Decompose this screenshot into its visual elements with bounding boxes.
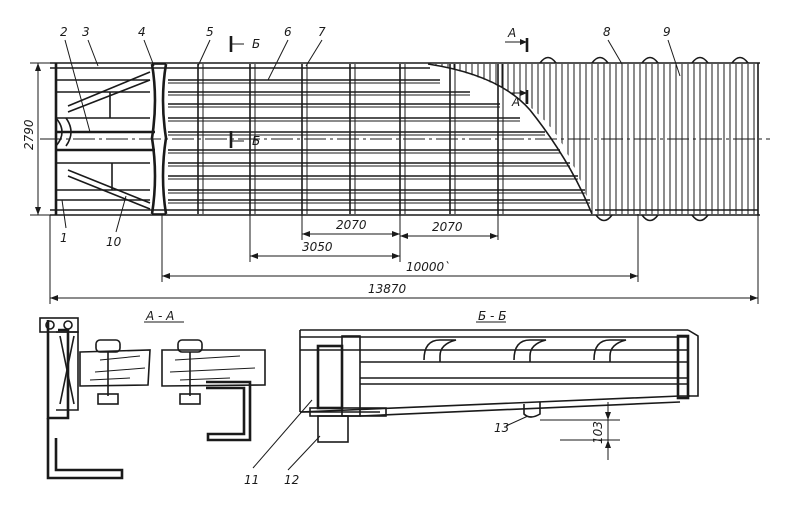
section-title-aa: А - А — [145, 309, 174, 323]
aa-angle-bottom — [46, 418, 124, 480]
deck-break-line — [427, 63, 593, 215]
section-title-bb: Б - Б — [478, 309, 506, 323]
labels: 2 3 4 5 6 7 8 9 1 10 11 12 13 2790 2070 … — [22, 25, 671, 487]
callout-8: 8 — [603, 25, 611, 39]
callout-7: 7 — [318, 25, 326, 39]
callout-13: 13 — [494, 421, 509, 435]
bb-end-post — [676, 334, 690, 400]
fastener-bottom — [691, 214, 709, 222]
section-bb-view — [299, 329, 699, 460]
aa-bent-plate — [206, 380, 252, 442]
callout-12: 12 — [284, 473, 299, 487]
fastener-top — [591, 56, 609, 64]
aa-deck-board-left — [79, 349, 151, 387]
bb-bracket — [523, 402, 541, 418]
section-cut-bb — [229, 36, 244, 148]
callout-11: 11 — [244, 473, 259, 487]
fastener-top — [691, 56, 709, 64]
cross-beam-left — [150, 63, 157, 215]
section-cut-aa — [505, 38, 529, 104]
plan-view — [40, 36, 770, 222]
bb-base-plate — [317, 415, 349, 443]
cut-mark-b-top: Б — [252, 37, 260, 51]
end-frame — [55, 71, 155, 210]
dim-10000: 10000` — [406, 260, 450, 274]
callout-2: 2 — [60, 25, 68, 39]
callout-1: 1 — [60, 231, 68, 245]
callout-4: 4 — [138, 25, 146, 39]
cut-mark-b-mid: Б — [252, 134, 260, 148]
fastener-top — [731, 56, 749, 64]
cut-mark-a-top: A — [507, 26, 516, 40]
callout-9: 9 — [663, 25, 671, 39]
dim-2070-b: 2070 — [432, 220, 463, 234]
callout-6: 6 — [284, 25, 292, 39]
aa-channel-left — [46, 320, 70, 420]
section-aa-view — [39, 317, 266, 480]
dim-2070-a: 2070 — [336, 218, 367, 232]
dim-103: 103 — [591, 421, 605, 444]
fastener-top — [539, 56, 557, 64]
fastener-top — [641, 56, 659, 64]
fastener-bottom — [595, 214, 613, 222]
cross-beam-right — [161, 63, 168, 215]
aa-deck-board-right — [161, 349, 266, 387]
bb-bottom-chord — [299, 395, 690, 413]
callout-10: 10 — [106, 235, 122, 249]
callout-3: 3 — [82, 25, 90, 39]
cut-mark-a-mid: A — [511, 95, 520, 109]
side-fasteners — [539, 56, 749, 222]
callout-5: 5 — [206, 25, 214, 39]
bb-main-post — [316, 344, 344, 410]
dim-height: 2790 — [22, 119, 36, 150]
dim-3050: 3050 — [302, 240, 333, 254]
dimensions — [30, 62, 759, 304]
dim-13870: 13870 — [368, 282, 407, 296]
fastener-bottom — [641, 214, 659, 222]
